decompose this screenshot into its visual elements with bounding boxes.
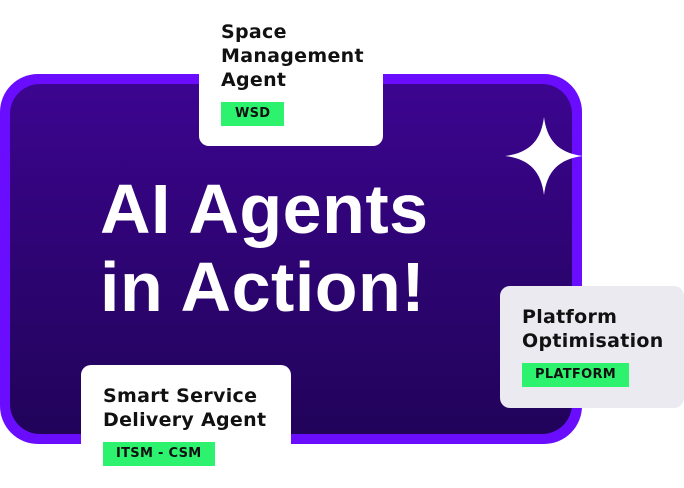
- hero-line-1: AI Agents: [100, 170, 429, 248]
- agent-card-title-line: Space: [221, 21, 287, 43]
- agent-tag-platform: PLATFORM: [522, 363, 630, 387]
- agent-tag-wsd: WSD: [221, 102, 285, 126]
- sparkle-icon-shape: [505, 117, 583, 195]
- agent-card-title-line: Delivery Agent: [103, 409, 267, 431]
- agent-card-title-line: Optimisation: [522, 330, 664, 352]
- agent-card-title-line: Agent: [221, 69, 287, 91]
- agent-card-title-line: Platform: [522, 306, 618, 328]
- agent-tag-itsm-csm: ITSM - CSM: [103, 442, 215, 466]
- agent-card-title: Space Management Agent: [221, 20, 383, 92]
- agent-card-title: Smart Service Delivery Agent: [103, 384, 291, 432]
- agent-card-title: Platform Optimisation: [522, 305, 684, 353]
- agent-card-platform-optimisation[interactable]: Platform Optimisation PLATFORM: [500, 286, 684, 408]
- agent-card-title-line: Smart Service: [103, 385, 258, 407]
- agent-card-title-line: Management: [221, 45, 364, 67]
- sparkle-icon: [505, 117, 583, 195]
- hero-headline: AI Agents in Action!: [100, 170, 429, 326]
- agent-card-space-management[interactable]: Space Management Agent WSD: [199, 0, 383, 146]
- agent-card-smart-service-delivery[interactable]: Smart Service Delivery Agent ITSM - CSM: [81, 365, 291, 488]
- hero-line-2: in Action!: [100, 248, 426, 326]
